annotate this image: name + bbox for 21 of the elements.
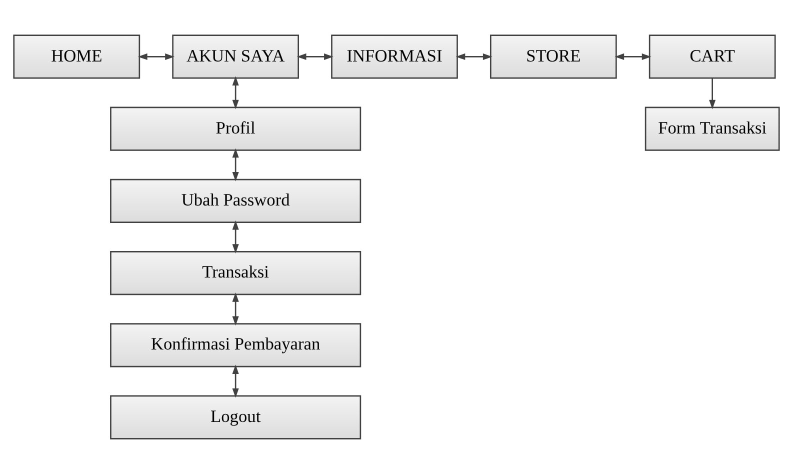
node-box: Ubah Password bbox=[110, 178, 362, 222]
arrow bbox=[232, 148, 239, 181]
node-box: Konfirmasi Pembayaran bbox=[110, 322, 362, 367]
node-box: CART bbox=[648, 34, 776, 78]
arrow bbox=[138, 52, 174, 60]
node-box: Logout bbox=[110, 394, 362, 439]
node-box: AKUN SAYA bbox=[172, 34, 299, 78]
node-box: Transaksi bbox=[110, 250, 362, 295]
arrow bbox=[232, 364, 239, 398]
arrow bbox=[614, 52, 652, 60]
arrow bbox=[296, 52, 334, 60]
node-box: INFORMASI bbox=[331, 34, 458, 78]
node-box: Form Transaksi bbox=[644, 106, 780, 150]
arrow bbox=[232, 292, 239, 326]
arrow bbox=[232, 76, 239, 109]
node-box: HOME bbox=[13, 34, 140, 78]
arrow bbox=[232, 220, 239, 253]
node-box: STORE bbox=[490, 34, 617, 78]
arrow bbox=[456, 52, 492, 60]
arrow bbox=[709, 78, 716, 109]
node-box: Profil bbox=[110, 106, 362, 150]
